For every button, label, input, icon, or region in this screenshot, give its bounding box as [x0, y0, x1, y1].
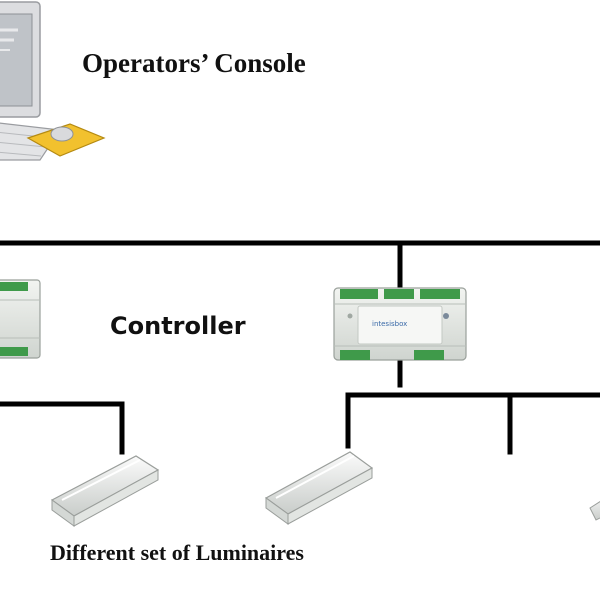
left-branch-line	[0, 401, 125, 455]
luminaire-icon-3	[589, 501, 600, 521]
controller-brand-text: intesisbox	[372, 320, 407, 328]
right-branch-line	[345, 392, 600, 449]
controller-device-left	[0, 279, 41, 359]
controller-label: Controller	[110, 312, 246, 340]
network-bus	[0, 240, 600, 455]
operators-console-label: Operators’ Console	[82, 48, 306, 78]
luminaire-icon-2	[264, 451, 374, 525]
luminaire-icon-1	[50, 455, 160, 527]
mousepad-icon	[26, 123, 106, 157]
luminaires-label: Different set of Luminaires	[50, 540, 304, 565]
controller-device-main	[333, 287, 467, 361]
